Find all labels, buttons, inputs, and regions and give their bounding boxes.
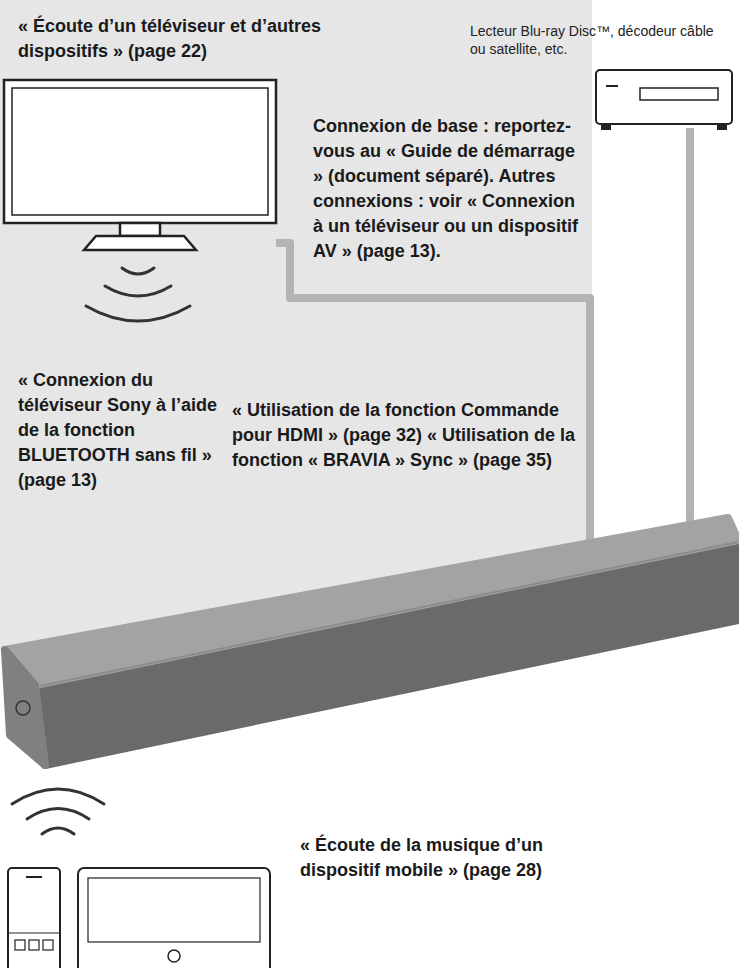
tv-symbol <box>4 80 276 250</box>
wireless-waves <box>86 268 190 321</box>
smartphone-symbol <box>8 868 60 968</box>
tablet-symbol <box>78 868 270 968</box>
device-caption: Lecteur Blu-ray Disc™, décodeur câble ou… <box>470 22 732 58</box>
bluray-player-symbol <box>596 70 732 129</box>
cable <box>276 243 590 548</box>
background-panel <box>0 0 592 650</box>
reference-note: « Écoute de la musique d’un dispositif m… <box>300 833 600 883</box>
soundbar-symbol <box>5 518 738 765</box>
connection-note: Connexion de base : reportez-vous au « G… <box>313 114 581 264</box>
cable <box>686 128 694 530</box>
reference-note: « Utilisation de la fonction Commande po… <box>232 398 584 473</box>
section-heading: « Écoute d’un téléviseur et d’autres dis… <box>18 14 413 64</box>
reference-note: « Connexion du téléviseur Sony à l’aide … <box>18 368 223 493</box>
wireless-waves <box>12 789 104 834</box>
